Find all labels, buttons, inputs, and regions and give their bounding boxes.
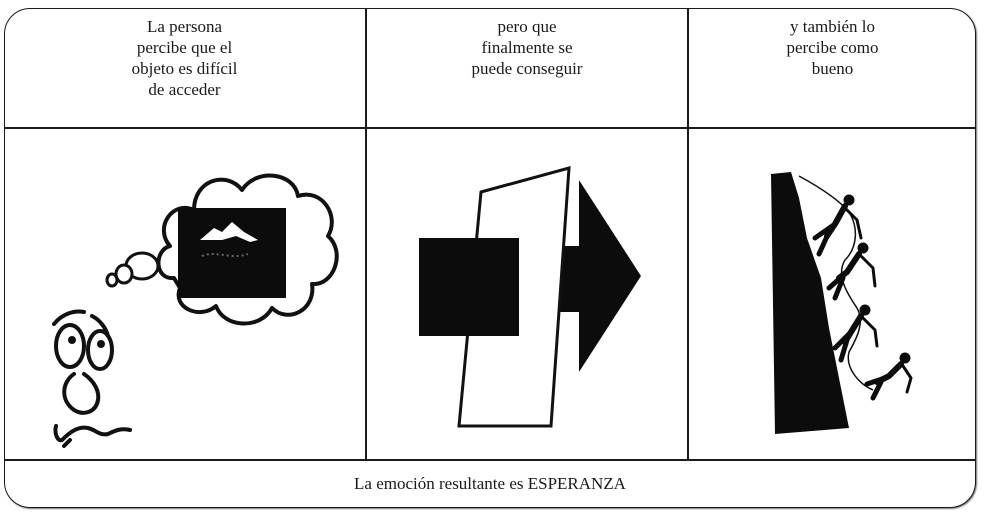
footer-divider: [4, 459, 976, 461]
arrow-through-barrier-icon: [419, 165, 641, 428]
column-2-header: pero que finalmente se puede conseguir: [471, 17, 583, 78]
header-divider: [4, 127, 976, 129]
column-divider-1: [365, 8, 367, 460]
climbers-on-cliff-icon: [771, 172, 913, 434]
conclusion-text: La emoción resultante es ESPERANZA: [354, 474, 626, 493]
column-1-header: La persona percibe que el objeto es difí…: [131, 17, 238, 99]
column-3-header: y también lo percibe como bueno: [786, 17, 879, 78]
thinking-face-icon: [52, 173, 339, 448]
column-divider-2: [687, 8, 689, 460]
